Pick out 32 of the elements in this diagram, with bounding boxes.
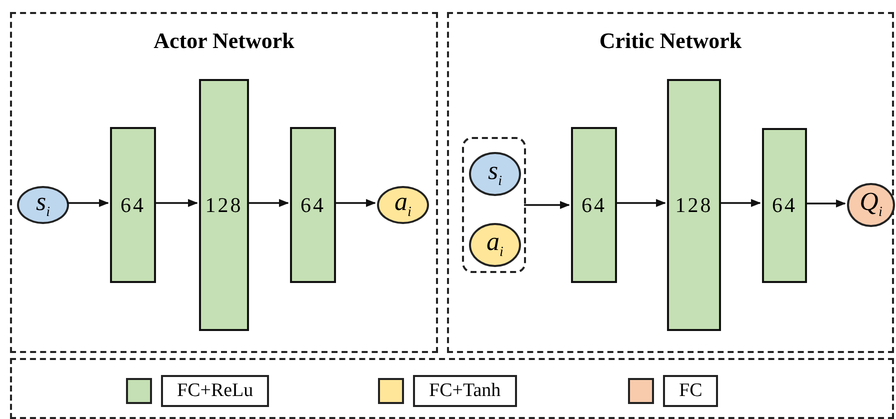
fc-layer-box xyxy=(762,128,807,283)
variable-symbol: Q$_{i}$ xyxy=(860,189,882,221)
input-group-box xyxy=(462,137,526,273)
fc-layer-box xyxy=(199,79,249,331)
arrow xyxy=(154,199,198,207)
arrow xyxy=(524,201,570,209)
fc-layer-box xyxy=(571,127,617,283)
panel-title: Critic Network xyxy=(598,28,743,54)
variable-ellipse xyxy=(469,223,521,267)
network-panel xyxy=(447,12,894,353)
variable-symbol: a$_{i}$ xyxy=(394,189,412,221)
fc-layer-box xyxy=(667,79,721,331)
variable-ellipse xyxy=(377,186,429,224)
arrow xyxy=(334,199,376,207)
variable-symbol: a$_{i}$ xyxy=(486,229,504,261)
arrow xyxy=(719,199,761,207)
variable-symbol: s$_{i}$ xyxy=(488,158,502,190)
legend-label: FC xyxy=(663,375,718,407)
panel-title: Actor Network xyxy=(152,28,296,54)
legend-label: FC+Tanh xyxy=(413,375,517,407)
variable-ellipse xyxy=(469,152,521,196)
arrow xyxy=(247,199,289,207)
variable-ellipse xyxy=(847,183,895,227)
arrow xyxy=(67,199,109,207)
fc-layer-box xyxy=(290,127,336,283)
fc-layer-box xyxy=(110,127,156,283)
variable-symbol: s$_{i}$ xyxy=(36,189,50,221)
arrow xyxy=(615,199,666,207)
legend-label: FC+ReLu xyxy=(161,375,270,407)
arrow xyxy=(805,200,846,208)
variable-ellipse xyxy=(17,186,69,224)
network-panel xyxy=(10,12,438,353)
